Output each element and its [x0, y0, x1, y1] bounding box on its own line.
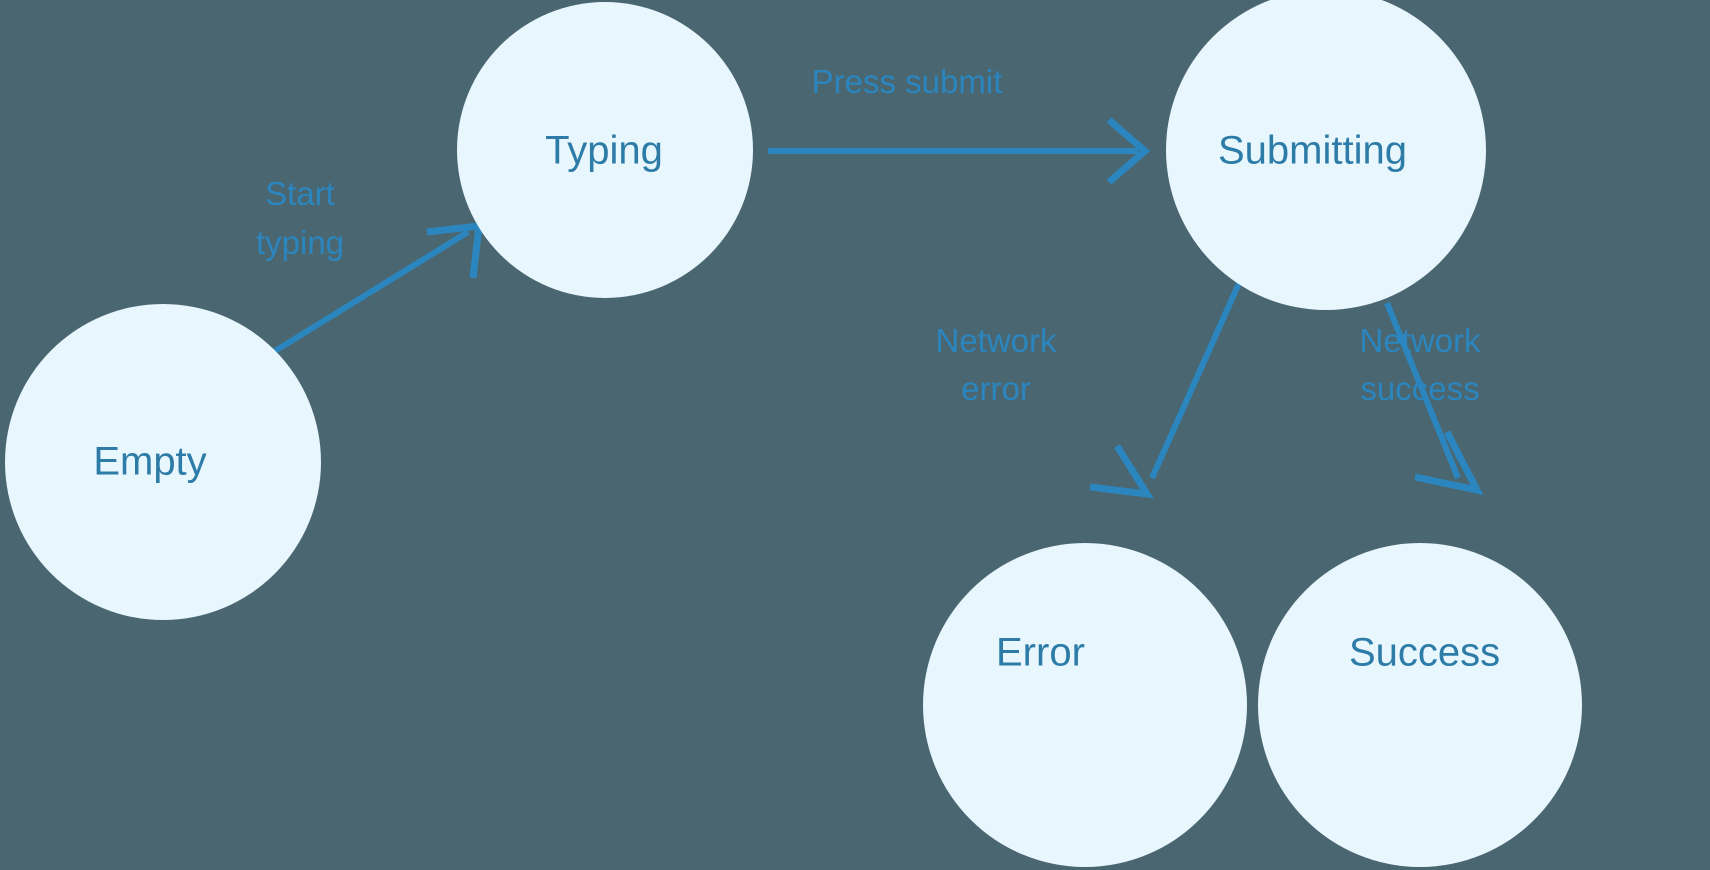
- edge-submitting-to-success[interactable]: Network success: [1359, 301, 1484, 495]
- edge-typing-to-submitting-arrowhead: [1106, 117, 1151, 185]
- node-empty-circle: [5, 304, 321, 620]
- node-typing[interactable]: Typing: [457, 2, 753, 298]
- edge-submitting-to-success-label-line1: Network: [1359, 322, 1481, 359]
- node-error[interactable]: Error: [923, 543, 1247, 867]
- edge-submitting-to-error-line: [1149, 279, 1243, 480]
- node-typing-circle: [457, 2, 753, 298]
- edge-submitting-to-error-label-line1: Network: [935, 322, 1057, 359]
- edge-typing-to-submitting-label-line1: Press submit: [812, 63, 1003, 100]
- edge-submitting-to-error-arrowhead: [1089, 444, 1154, 499]
- node-error-label: Error: [996, 631, 1085, 675]
- node-typing-label: Typing: [545, 129, 663, 173]
- node-submitting[interactable]: Submitting: [1166, 0, 1486, 310]
- edge-submitting-to-success-line: [1384, 301, 1461, 480]
- node-empty-label: Empty: [93, 440, 206, 484]
- node-submitting-label: Submitting: [1218, 129, 1407, 173]
- edge-submitting-to-success-arrowhead: [1414, 430, 1484, 495]
- node-empty[interactable]: Empty: [5, 304, 321, 620]
- node-submitting-circle: [1166, 0, 1486, 310]
- node-success[interactable]: Success: [1258, 543, 1582, 867]
- edge-submitting-to-error-label-line2: error: [961, 370, 1031, 407]
- edge-empty-to-typing-line: [273, 229, 470, 354]
- edge-submitting-to-success-label-line2: success: [1360, 370, 1479, 407]
- edge-submitting-to-error[interactable]: Network error: [935, 279, 1243, 499]
- edge-empty-to-typing[interactable]: Start typing: [256, 175, 483, 354]
- edge-typing-to-submitting[interactable]: Press submit: [768, 63, 1151, 185]
- node-success-label: Success: [1349, 631, 1500, 675]
- edge-empty-to-typing-label-line2: typing: [256, 224, 344, 261]
- node-error-circle: [923, 543, 1247, 867]
- node-success-circle: [1258, 543, 1582, 867]
- edge-empty-to-typing-label-line1: Start: [265, 175, 335, 212]
